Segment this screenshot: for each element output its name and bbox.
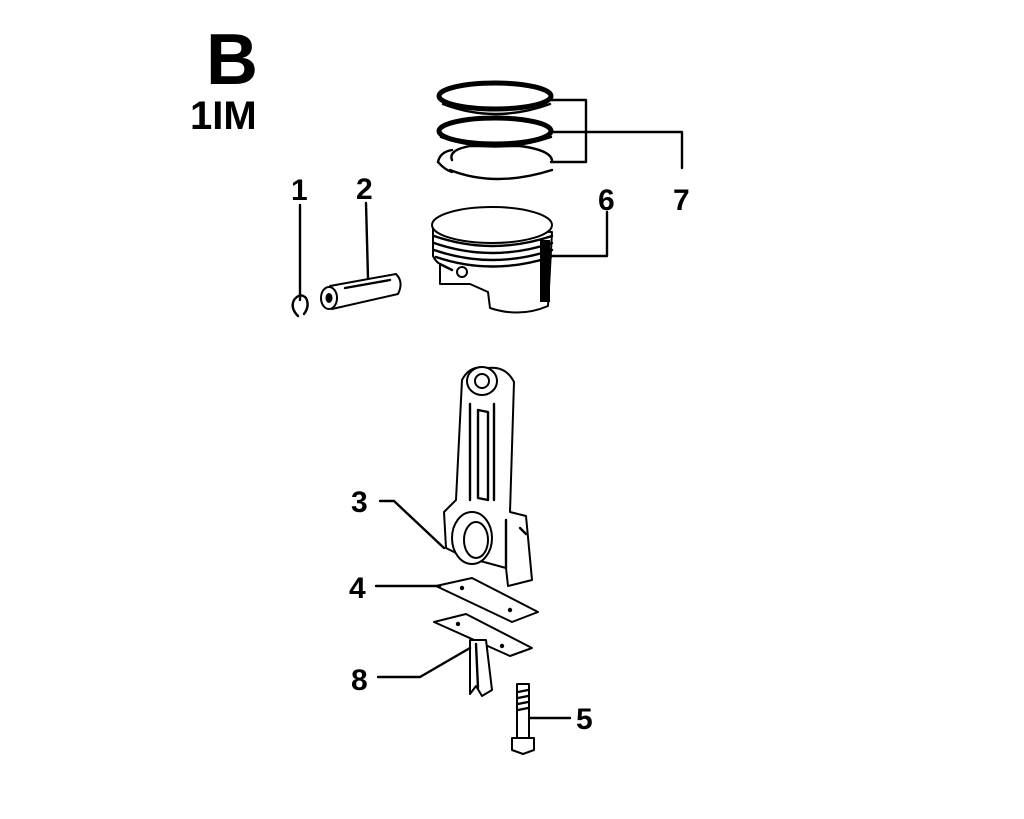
section-letter: B: [206, 20, 258, 100]
callout-8: 8: [351, 664, 368, 697]
callout-4: 4: [349, 572, 366, 605]
callout-3: 3: [351, 486, 368, 519]
piston-rings: [436, 80, 554, 181]
section-code: 1IM: [190, 94, 257, 138]
piston-pin: [320, 273, 402, 310]
callout-1: 1: [291, 174, 308, 207]
bolt: [511, 683, 535, 755]
callout-2: 2: [356, 173, 373, 206]
callout-5: 5: [576, 703, 593, 736]
connecting-rod: [443, 366, 533, 587]
callout-6: 6: [598, 184, 615, 217]
callout-7: 7: [673, 184, 690, 217]
lock-plate: [433, 613, 533, 697]
leader-lines: [298, 98, 684, 720]
piston: [431, 206, 554, 314]
plate: [435, 577, 539, 623]
